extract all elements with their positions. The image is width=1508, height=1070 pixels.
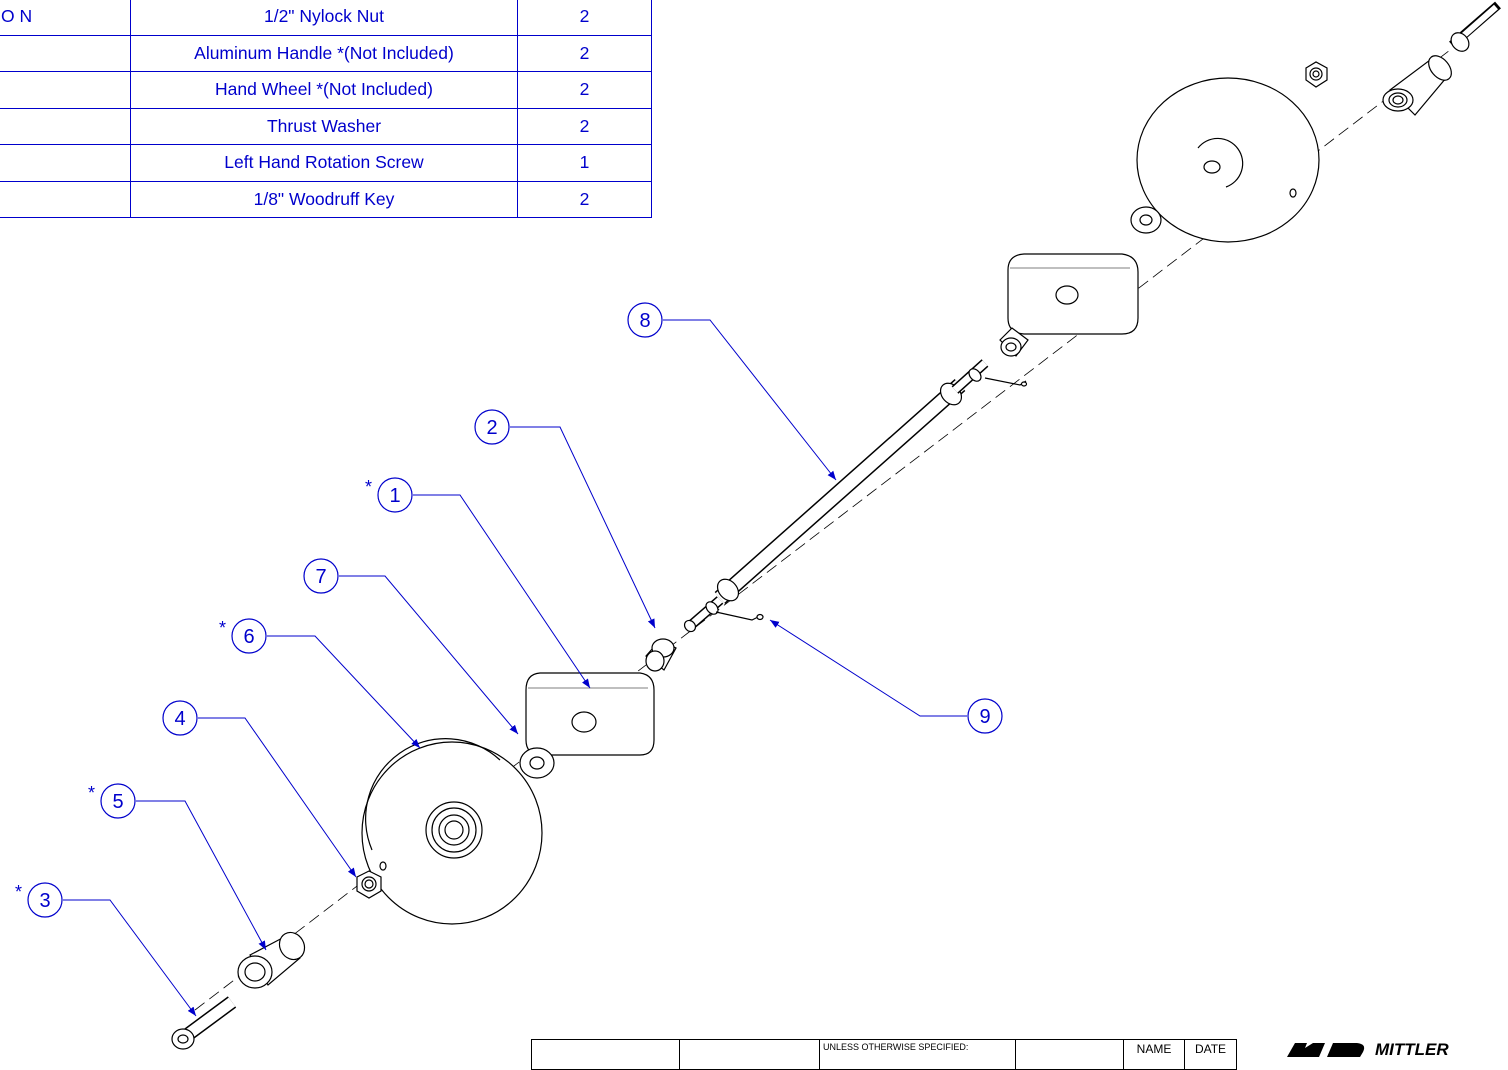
- balloon-circle: [100, 783, 136, 819]
- balloon-2: 2: [474, 409, 656, 629]
- balloon-1: 1*: [365, 477, 591, 689]
- balloon-star: *: [88, 783, 95, 803]
- bom-description-cell: Left Hand Rotation Screw: [130, 144, 518, 182]
- bom-quantity-cell: 2: [517, 34, 652, 72]
- bom-description-cell: Aluminum Handle *(Not Included): [130, 34, 518, 72]
- balloon-circle: [627, 302, 663, 338]
- left-handle-screw-part: [171, 996, 237, 1050]
- right-thrust-washer-part: [1130, 206, 1162, 234]
- date-header: DATE: [1194, 1042, 1227, 1056]
- right-bushing-part: [999, 327, 1029, 357]
- balloon-4: 4: [162, 700, 357, 878]
- right-nylock-nut-part: [1305, 61, 1328, 88]
- bom-row: Hand Wheel *(Not Included)2: [0, 71, 652, 109]
- title-block-name-cell: NAME: [1123, 1039, 1185, 1070]
- title-block-cell: [679, 1039, 820, 1070]
- balloon-leader-line: [339, 575, 519, 735]
- balloon-leader-line: [63, 899, 197, 1017]
- rotation-screw-shaft-part: [683, 359, 1028, 633]
- bom-description-cell: Hand Wheel *(Not Included): [130, 71, 518, 109]
- left-thrust-washer-part: [519, 747, 555, 779]
- left-bearing-block-part: [525, 672, 655, 756]
- bom-quantity-cell: 2: [517, 107, 652, 145]
- balloon-leader-line: [267, 635, 421, 749]
- right-hand-wheel-part: [1136, 77, 1320, 243]
- balloon-9: 9: [769, 619, 1003, 734]
- balloon-leader-line: [413, 494, 591, 689]
- balloon-8: 8: [627, 302, 837, 481]
- balloon-star: *: [219, 618, 226, 638]
- title-block-cell: [531, 1039, 680, 1070]
- balloon-circle: [162, 700, 198, 736]
- bom-row: Aluminum Handle *(Not Included)2: [0, 34, 652, 72]
- balloon-5: 5*: [88, 783, 267, 951]
- bom-description-cell: Thrust Washer: [130, 107, 518, 145]
- left-nylock-nut-part: [356, 870, 382, 899]
- balloon-number: 7: [315, 566, 326, 588]
- bom-description-cell: 1/2" Nylock Nut: [130, 0, 518, 36]
- balloon-number: 8: [639, 310, 650, 332]
- balloon-circle: [474, 409, 510, 445]
- bom-description-cell: 1/8" Woodruff Key: [130, 180, 518, 218]
- right-aluminum-handle-part: [1382, 55, 1452, 116]
- balloon-leader-line: [769, 619, 967, 717]
- logo-mark-icon: MITTLER: [1287, 1040, 1449, 1057]
- bom-part-number-cell: [0, 71, 131, 109]
- bom-quantity-cell: 2: [517, 71, 652, 109]
- left-bushing-part: [645, 638, 677, 672]
- bom-part-number-cell: [0, 180, 131, 218]
- balloon-circle: [377, 477, 413, 513]
- title-block-cell: [1015, 1039, 1124, 1070]
- part-linework: [171, 1, 1501, 1050]
- balloon-leader-line: [663, 319, 837, 481]
- bom-part-number-cell: [0, 107, 131, 145]
- bom-quantity-cell: 1: [517, 144, 652, 182]
- bom-quantity-cell: 2: [517, 0, 652, 36]
- balloon-leader-line: [510, 426, 656, 629]
- bom-part-number-cell: [0, 144, 131, 182]
- balloon-leader-line: [136, 800, 267, 951]
- balloon-circle: [231, 618, 267, 654]
- balloon-7: 7: [303, 558, 519, 735]
- title-block-date-cell: DATE: [1184, 1039, 1237, 1070]
- balloon-leader-line: [198, 717, 357, 878]
- logo-text: MITTLER: [1375, 1040, 1449, 1057]
- unless-otherwise-specified-label: UNLESS OTHERWISE SPECIFIED:: [823, 1042, 969, 1052]
- company-logo: MITTLER: [1275, 1040, 1508, 1057]
- bom-part-number-cell: [0, 34, 131, 72]
- balloon-number: 3: [39, 890, 50, 912]
- right-bearing-block-part: [1007, 253, 1139, 335]
- balloon-star: *: [15, 882, 22, 902]
- bom-part-number-cell: O N: [0, 0, 131, 36]
- bom-quantity-cell: 2: [517, 180, 652, 218]
- balloon-number: 4: [174, 708, 185, 730]
- balloon-circle: [303, 558, 339, 594]
- title-block: UNLESS OTHERWISE SPECIFIED: NAME DATE: [531, 1039, 1237, 1070]
- name-header: NAME: [1136, 1042, 1172, 1056]
- right-handle-screw-part: [1449, 1, 1501, 52]
- balloon-circle: [967, 698, 1003, 734]
- balloon-circle: [27, 882, 63, 918]
- left-hand-wheel-part: [361, 738, 543, 925]
- title-block-unless-cell: UNLESS OTHERWISE SPECIFIED:: [819, 1039, 1016, 1070]
- balloon-star: *: [365, 477, 372, 497]
- left-aluminum-handle-part: [237, 931, 306, 989]
- balloon-3: 3*: [15, 882, 197, 1017]
- balloon-number: 9: [979, 706, 990, 728]
- balloon-6: 6*: [219, 618, 421, 749]
- balloon-number: 6: [243, 626, 254, 648]
- balloon-callouts: 1*23*45*6*789: [15, 302, 1003, 1017]
- balloon-number: 2: [486, 417, 497, 439]
- balloon-number: 1: [389, 485, 400, 507]
- balloon-number: 5: [112, 791, 123, 813]
